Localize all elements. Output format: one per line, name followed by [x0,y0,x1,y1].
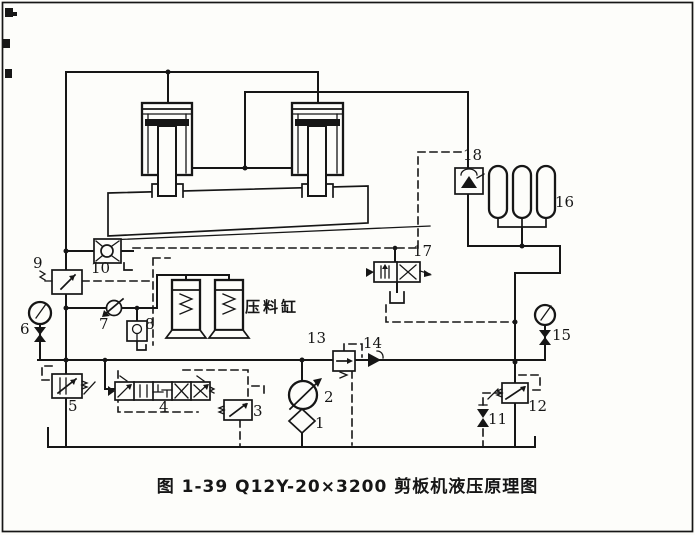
figure-caption: 图 1-39 Q12Y-20×3200 剪板机液压原理图 [156,477,539,497]
pressure-gauge-15-icon [533,303,557,345]
callout-8: 8 [145,315,155,333]
callout-15: 15 [552,326,572,344]
junction-dots [63,69,525,365]
valve-8-icon [126,320,148,342]
valve-12-icon [487,382,529,404]
pump-2-icon [287,378,322,411]
valve-10-icon [93,238,122,264]
callout-7: 7 [99,315,109,333]
bleed-valve-11-icon [477,404,489,427]
solenoid-valve-17-icon [366,261,432,283]
check-valve-14-icon [368,350,384,367]
directional-valve-4-icon [108,375,216,401]
callout-1: 1 [315,414,325,432]
relief-valve-3-icon [217,399,253,421]
callout-3: 3 [253,402,263,420]
valve-13-icon [332,350,356,379]
callout-16: 16 [555,193,575,211]
callout-12: 12 [528,397,548,415]
valve-9-icon [38,269,83,295]
check-valve-7-icon [102,297,125,317]
callout-11: 11 [488,410,508,428]
filter-1-icon [287,407,317,435]
callout-10: 10 [91,259,111,277]
callout-18: 18 [463,146,483,164]
valve-5-icon [51,373,96,399]
callout-14: 14 [363,334,383,352]
main-cylinder-right [290,101,345,197]
callout-4: 4 [159,398,169,416]
callout-17: 17 [413,242,433,260]
accumulator-group-icon [487,164,557,220]
callout-13: 13 [307,329,327,347]
press-cylinder-label: 压料缸 [245,298,300,316]
pressure-gauge-6-icon [27,300,53,342]
main-cylinder-left [140,101,194,197]
press-cylinders [164,278,251,339]
pilot-check-valve-18-icon [454,167,485,195]
shear-beam [107,183,431,241]
callout-5: 5 [68,397,78,415]
callout-6: 6 [20,320,30,338]
callout-2: 2 [324,388,334,406]
pilot-lines [41,151,541,448]
callout-9: 9 [33,254,43,272]
